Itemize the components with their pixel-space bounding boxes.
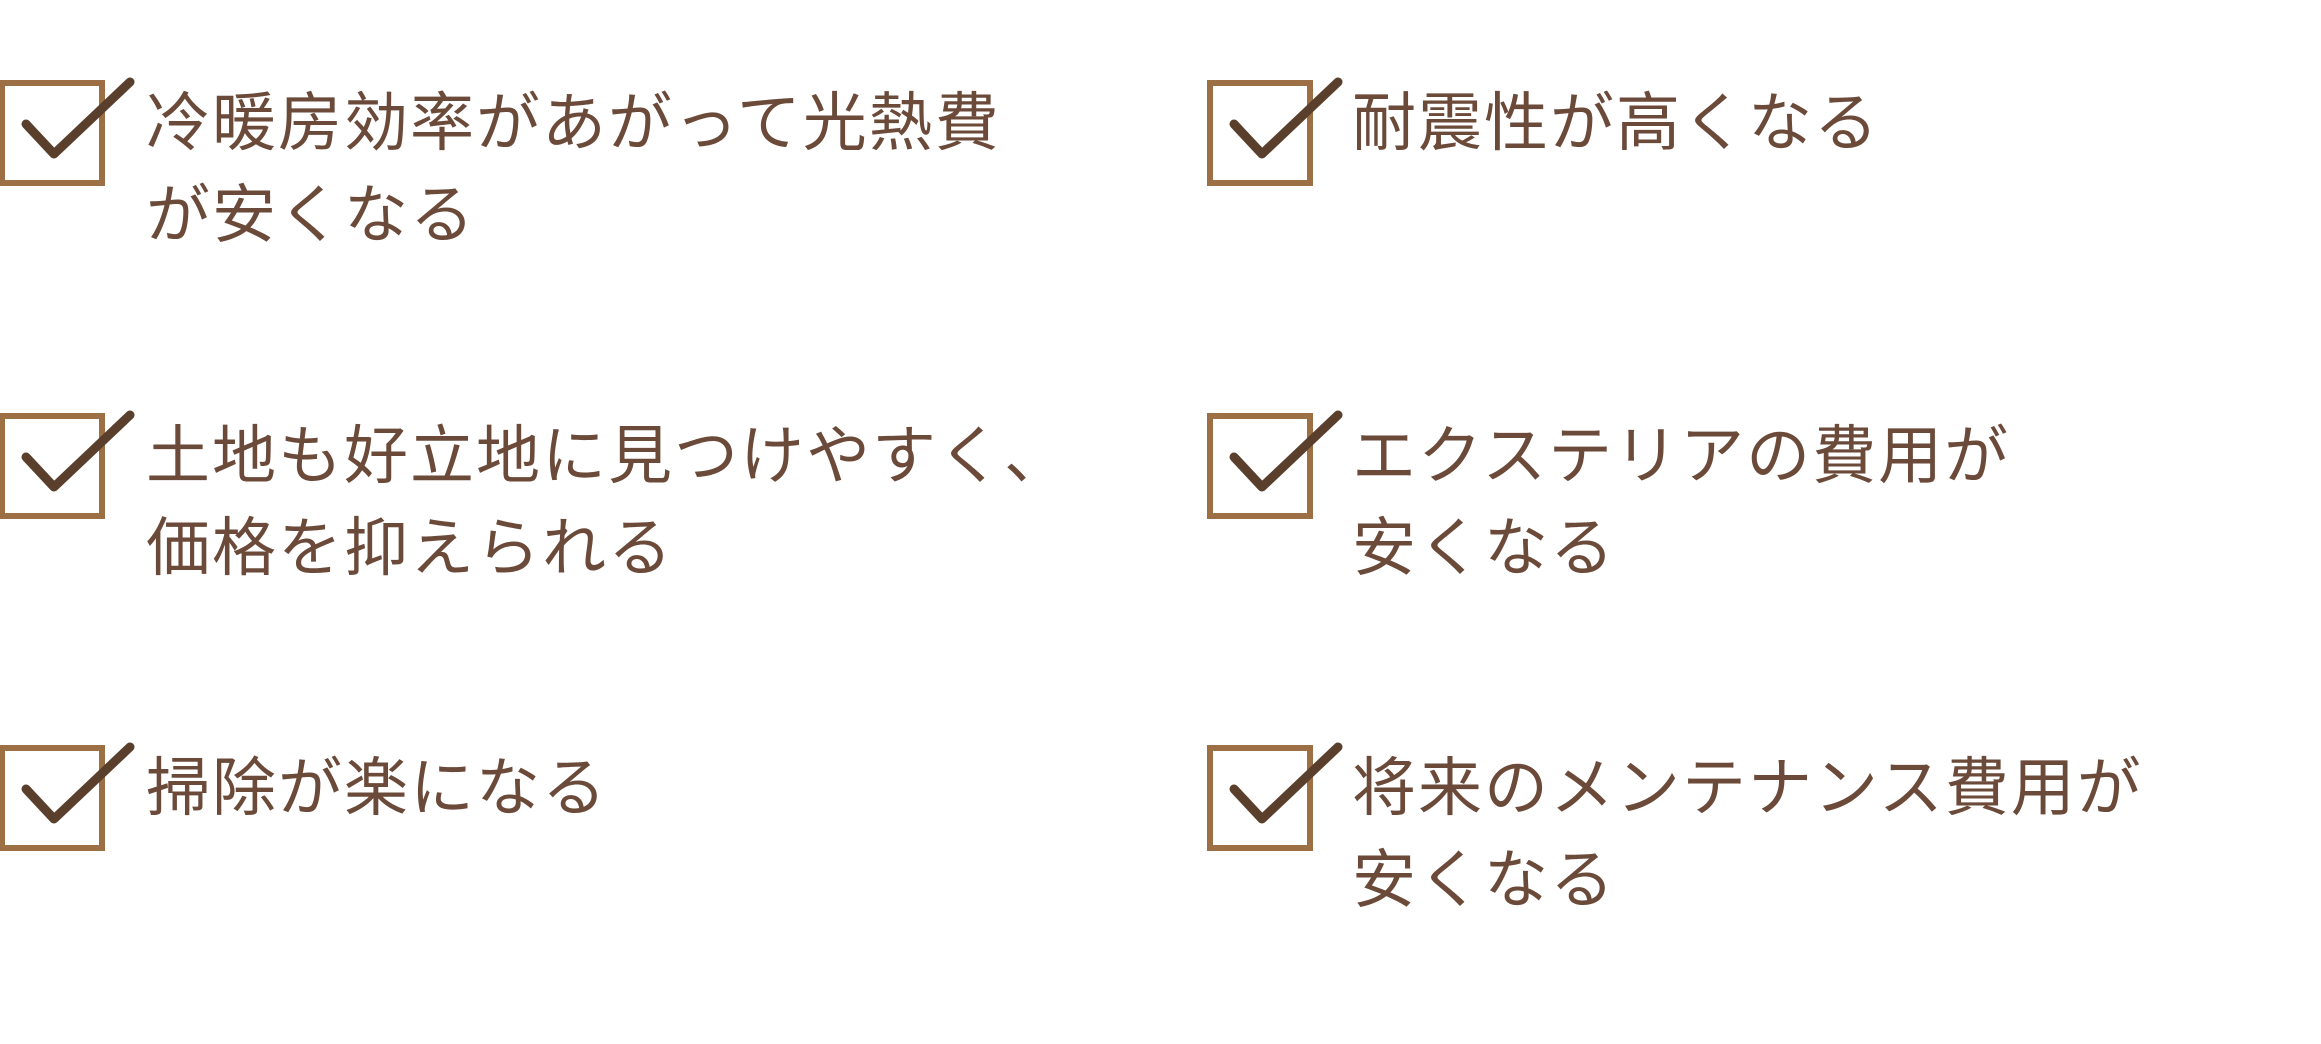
checklist-item-label: 冷暖房効率があがって光熱費 が安くなる bbox=[146, 87, 1001, 253]
checklist-item-label: 耐震性が高くなる bbox=[1352, 87, 1880, 161]
checkbox-checked-icon bbox=[1207, 77, 1343, 186]
checklist-item-label: 土地も好立地に見つけやすく、 価格を抑えられる bbox=[146, 420, 1070, 586]
checkbox-checked-icon bbox=[1207, 410, 1343, 519]
checklist-item-label: 掃除が楽になる bbox=[146, 752, 608, 826]
checkbox-checked-icon bbox=[0, 77, 135, 186]
checkbox-checked-icon bbox=[0, 742, 135, 851]
checklist-item-label: 将来のメンテナンス費用が 安くなる bbox=[1352, 752, 2143, 918]
checkbox-checked-icon bbox=[0, 410, 135, 519]
checkbox-checked-icon bbox=[1207, 742, 1343, 851]
checklist-item-label: エクステリアの費用が 安くなる bbox=[1352, 420, 2011, 586]
